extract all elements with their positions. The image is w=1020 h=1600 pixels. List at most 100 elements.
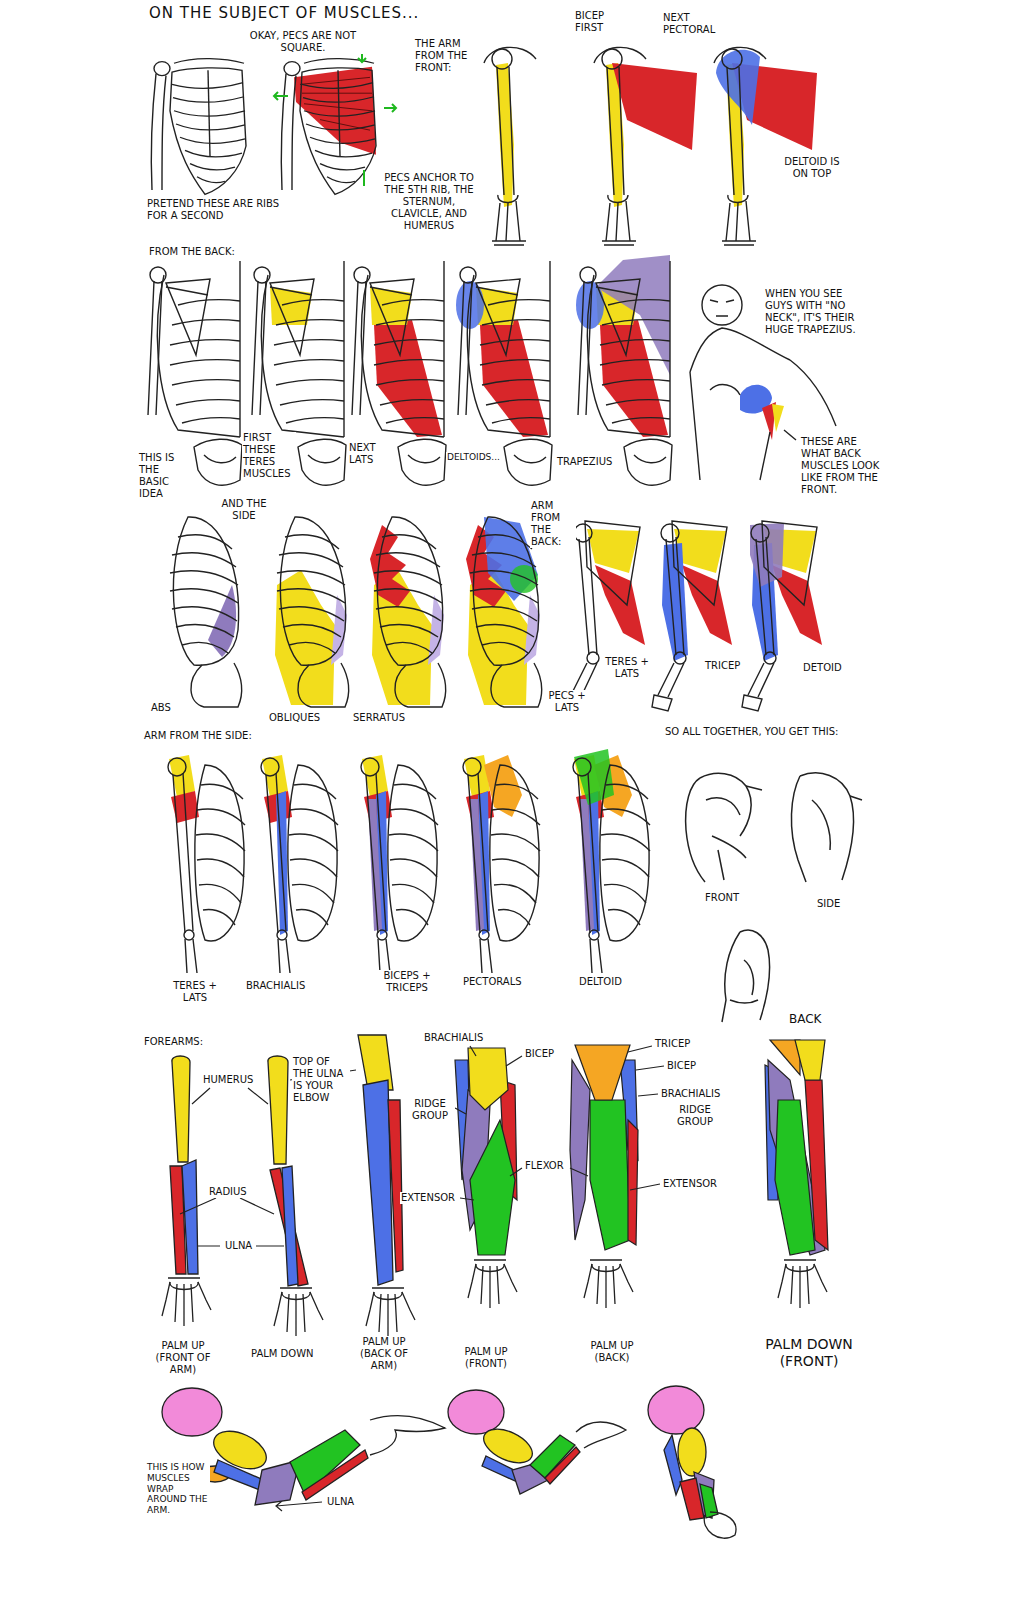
arm-side-deltoid (573, 749, 650, 973)
arm-bicep-only (484, 47, 536, 245)
figure-sketches (700, 773, 751, 836)
back-torso-teres (270, 287, 312, 325)
forearm-muscles-back (575, 1045, 630, 1100)
arm-side-deltoid (580, 799, 594, 931)
arm-side-brachialis (261, 758, 338, 973)
annotation-label: PRETEND THESE ARE RIBS FOR A SECOND (146, 198, 298, 222)
side-torso-serratus (374, 517, 445, 707)
annotation-label: ARM FROM THE SIDE: (143, 730, 255, 742)
leader-lines (628, 1046, 664, 1190)
wrap-arm-two (448, 1390, 626, 1494)
arm-with-pectoral (594, 47, 697, 245)
annotation-label: TRICEP (654, 1038, 691, 1050)
arm-back-deltoid (742, 521, 822, 711)
forearm-bones-palm-down (282, 1166, 298, 1286)
annotation-label: PECS + LATS (545, 690, 589, 714)
annotation-label: FROM THE BACK: (148, 246, 236, 258)
annotation-label: BICEPS + TRICEPS (378, 970, 436, 994)
annotation-label: FIRST THESE TERES MUSCLES (242, 432, 296, 480)
annotation-label: BRACHIALIS (660, 1088, 721, 1100)
arm-side-pectorals (470, 799, 484, 931)
side-torso-abs (170, 517, 241, 707)
no-neck-figure (772, 404, 784, 432)
annotation-label: NEXT LATS (348, 442, 394, 466)
side-torso-obliques (277, 517, 348, 707)
annotation-label: SERRATUS (352, 712, 406, 724)
annotation-label: EXTENSOR (400, 1192, 456, 1204)
annotation-label: PALM UP (FRONT OF ARM) (140, 1340, 226, 1376)
annotation-label: FLEXOR (524, 1160, 565, 1172)
wrap-arm-one (370, 1416, 445, 1455)
annotation-label: DELTOID (578, 976, 623, 988)
ribcage-plain (151, 59, 246, 195)
back-torso-lats (374, 320, 442, 437)
annotation-label: EXTENSOR (662, 1178, 718, 1190)
figure-sketches (706, 786, 762, 880)
ribcage-plain (151, 59, 246, 195)
arm-back-teres-lats (587, 529, 639, 573)
annotation-label: SIDE (816, 898, 841, 910)
annotation-label: ARM FROM THE BACK: (530, 500, 576, 548)
arm-back-teres-lats (595, 565, 645, 645)
annotation-label: FRONT (704, 892, 740, 904)
forearm-muscles-back (628, 1120, 638, 1245)
annotation-label: AND THE SIDE (212, 498, 276, 522)
annotation-label: ABS (150, 702, 172, 714)
annotation-label: WHEN YOU SEE GUYS WITH "NO NECK", IT'S T… (764, 288, 862, 336)
arm-with-deltoid (714, 47, 766, 245)
arm-with-pectoral (594, 47, 646, 245)
annotation-label: NEXT PECTORAL (662, 12, 744, 36)
no-neck-figure (702, 285, 742, 325)
figure-sketches (686, 773, 862, 1022)
forearm-bones-front (162, 1278, 211, 1326)
annotation-label: ULNA (224, 1240, 253, 1252)
forearm-muscles-back (570, 1045, 638, 1308)
no-neck-figure (710, 385, 740, 395)
annotation-label: PECS ANCHOR TO THE 5TH RIB, THE STERNUM,… (378, 172, 480, 232)
no-neck-figure (710, 300, 734, 316)
leader-lines (455, 1108, 588, 1200)
arm-side-biceps (368, 799, 382, 931)
annotation-label: PALM UP (BACK) (574, 1340, 650, 1364)
arm-back-deltoid (742, 521, 817, 711)
forearm-muscles-palm-down (765, 1040, 828, 1308)
wrap-arm-one (302, 1450, 368, 1500)
arm-side-pectorals (463, 758, 540, 973)
annotation-label: PECTORALS (462, 976, 523, 988)
annotation-label: SO ALL TOGETHER, YOU GET THIS: (664, 726, 866, 738)
annotation-label: TERES + LATS (172, 980, 218, 1004)
arm-side-teres (168, 758, 245, 973)
annotation-label: RIDGE GROUP (405, 1098, 455, 1122)
figure-sketches (800, 773, 854, 880)
annotation-label: TRICEP (704, 660, 741, 672)
arm-side-pectorals (463, 755, 540, 973)
annotation-label: BACK (788, 1012, 822, 1026)
back-torso-trapezius (576, 255, 672, 485)
arm-back-tricep (652, 521, 727, 711)
annotation-label: HUMERUS (202, 1074, 254, 1086)
arm-with-pectoral (612, 63, 697, 150)
back-torso-lats (370, 287, 412, 325)
arm-back-teres-lats (565, 521, 640, 711)
forearm-bones-back (388, 1100, 403, 1272)
arm-bicep-only (484, 47, 536, 245)
annotation-label: PALM DOWN (FRONT) (756, 1336, 862, 1370)
wrap-arm-three (664, 1435, 682, 1495)
forearm-muscles-palm-down (778, 1260, 827, 1308)
annotation-label: ULNA (326, 1496, 355, 1508)
annotation-label: OKAY, PECS ARE NOT SQUARE. (232, 30, 374, 54)
side-torso-serratus (370, 517, 445, 707)
green-markers (363, 170, 365, 186)
arm-with-deltoid (714, 47, 817, 245)
annotation-label: DELTOID IS ON TOP (780, 156, 844, 180)
forearm-bones-palm-down (268, 1056, 288, 1164)
forearm-muscles-front (468, 1260, 517, 1308)
wrap-arm-two (448, 1390, 504, 1434)
figure-sketches (740, 930, 770, 1020)
green-markers (274, 48, 396, 186)
wrap-arm-one (162, 1388, 222, 1436)
leader-lines (470, 1046, 522, 1066)
annotation-label: BRACHIALIS (423, 1032, 484, 1044)
page-title: ON THE SUBJECT OF MUSCLES... (148, 4, 420, 22)
